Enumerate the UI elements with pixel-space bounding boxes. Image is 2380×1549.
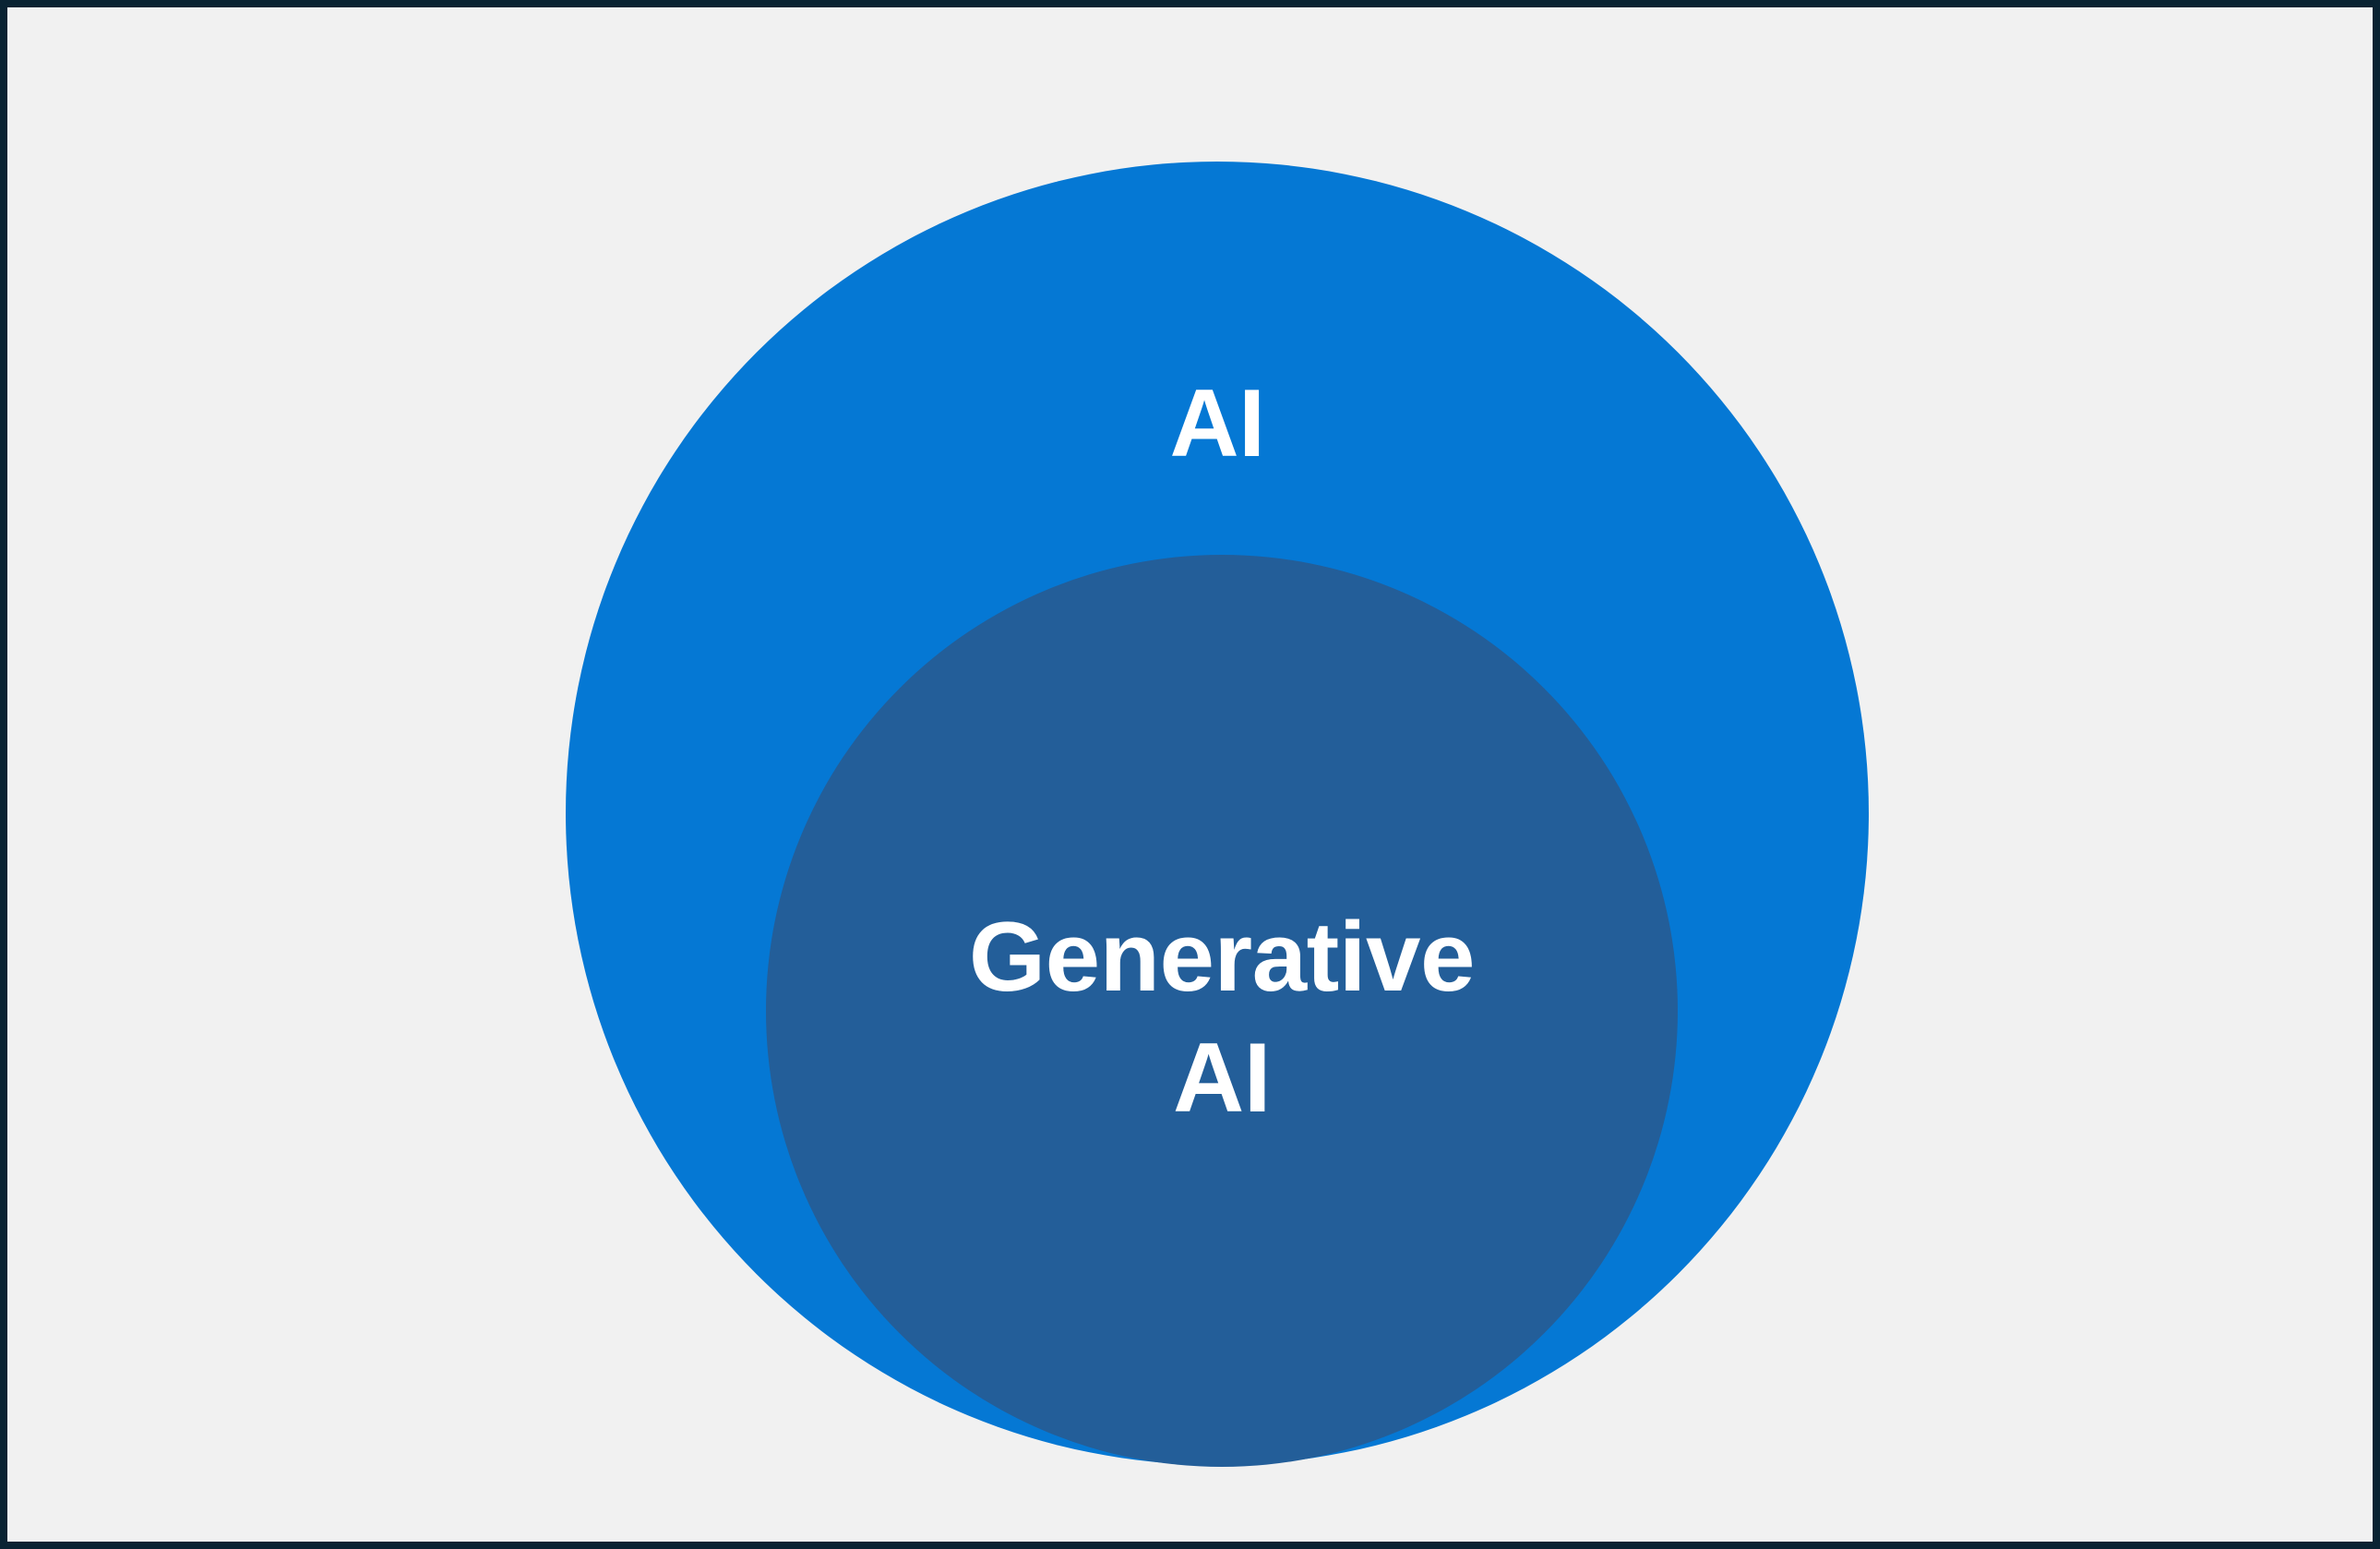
circle-generative-ai[interactable] <box>766 555 1678 1467</box>
circle-label-ai: AI <box>1169 370 1266 477</box>
circle-label-generative-ai: Generative AI <box>968 901 1476 1133</box>
